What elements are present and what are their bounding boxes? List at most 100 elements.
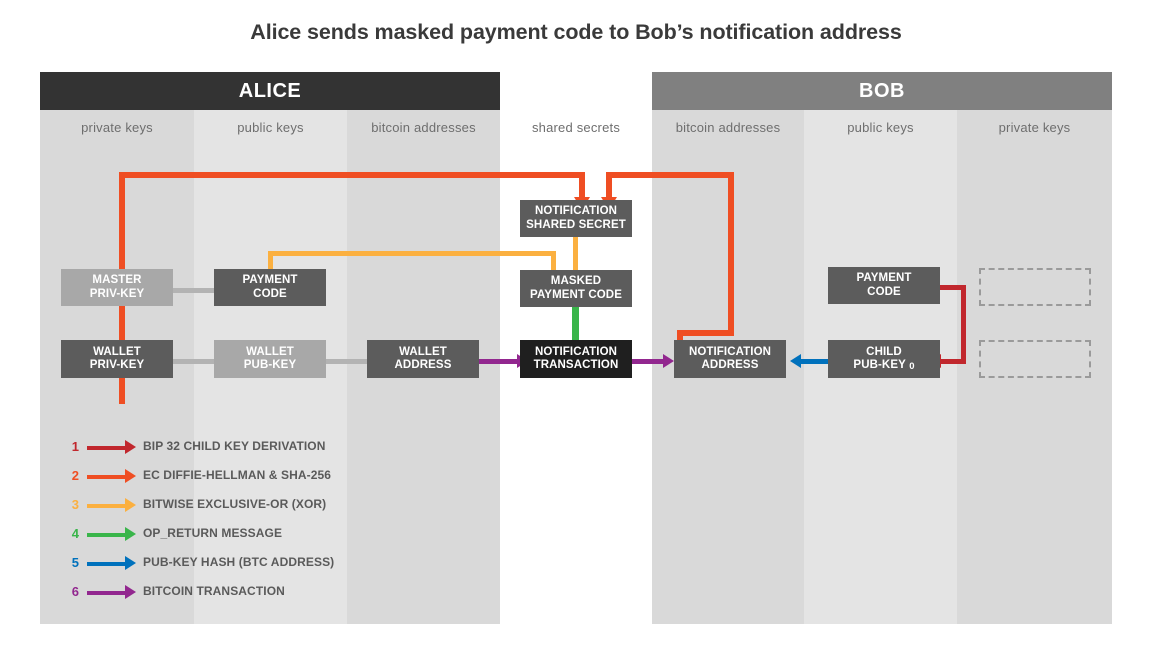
node-label-line1: PAYMENT — [242, 274, 298, 286]
edge-btc-tx-out-arrowhead — [663, 354, 674, 368]
legend-swatch-arrowhead — [125, 440, 136, 454]
column-header-alice-address: bitcoin addresses — [347, 116, 500, 138]
node-label-line2: PUB-KEY — [243, 359, 297, 371]
node-wallet-pub-key[interactable]: WALLET PUB-KEY — [214, 340, 326, 378]
column-header-bob-public: public keys — [804, 116, 957, 138]
legend-item-xor: 3 BITWISE EXCLUSIVE-OR (XOR) — [65, 495, 395, 524]
legend-number: 3 — [71, 497, 79, 512]
node-label-line2: TRANSACTION — [533, 359, 619, 371]
edge-xor-riser — [268, 251, 273, 279]
node-label-line2-text: PUB-KEY — [853, 359, 906, 371]
edge-btc-tx-out-line — [630, 359, 667, 364]
edge-ecdh-alice-top-run — [119, 172, 585, 178]
node-bob-payment-code[interactable]: PAYMENT CODE — [828, 267, 940, 304]
column-header-alice-private: private keys — [40, 116, 194, 138]
edge-ecdh-bob-lower-run — [677, 330, 734, 336]
node-label-subscript: 0 — [909, 361, 915, 372]
legend-label: PUB-KEY HASH (BTC ADDRESS) — [143, 555, 335, 569]
column-band-bob-private — [957, 72, 1112, 624]
legend-swatch-line — [87, 591, 127, 595]
legend-label: BIP 32 CHILD KEY DERIVATION — [143, 439, 326, 453]
party-banner-alice: ALICE — [40, 72, 500, 110]
node-notification-address[interactable]: NOTIFICATION ADDRESS — [674, 340, 786, 378]
node-label-line1: WALLET — [93, 345, 141, 358]
edge-ecdh-alice-drop — [579, 172, 585, 199]
node-alice-payment-code[interactable]: PAYMENT CODE — [214, 269, 326, 306]
legend-label: BITCOIN TRANSACTION — [143, 584, 285, 598]
node-label-line1: MASTER — [92, 274, 142, 286]
edge-pubkey-hash-line — [801, 359, 847, 364]
node-label-line2: SHARED SECRET — [526, 218, 626, 231]
legend-number: 1 — [71, 439, 79, 454]
legend-swatch-line — [87, 504, 127, 508]
party-banner-bob-label: BOB — [859, 79, 905, 102]
legend-label: BITWISE EXCLUSIVE-OR (XOR) — [143, 497, 327, 511]
edge-ecdh-bob-riser — [728, 172, 734, 330]
node-label-line1: CHILD — [866, 345, 902, 358]
legend: 1 BIP 32 CHILD KEY DERIVATION 2 EC DIFFI… — [65, 437, 395, 611]
diagram-frame: ALICE BOB private keys public keys bitco… — [40, 72, 1112, 624]
node-label-line1: MASKED — [550, 275, 602, 287]
node-master-priv-key[interactable]: MASTER PRIV-KEY — [61, 269, 173, 306]
node-wallet-priv-key[interactable]: WALLET PRIV-KEY — [61, 340, 173, 378]
edge-bip32-bottom-run — [941, 359, 966, 364]
legend-swatch-arrowhead — [125, 556, 136, 570]
legend-item-bip32: 1 BIP 32 CHILD KEY DERIVATION — [65, 437, 395, 466]
legend-swatch-arrowhead — [125, 498, 136, 512]
party-banner-bob: BOB — [652, 72, 1112, 110]
column-header-label: public keys — [847, 119, 914, 135]
column-header-alice-public: public keys — [194, 116, 347, 138]
legend-number: 2 — [71, 468, 79, 483]
node-label-line2: PRIV-KEY — [89, 359, 145, 371]
node-label-line2: CODE — [867, 285, 901, 298]
legend-label: EC DIFFIE-HELLMAN & SHA-256 — [143, 468, 332, 482]
node-label-line1: NOTIFICATION — [534, 345, 618, 358]
node-label-line2: PUB-KEY 0 — [853, 359, 914, 373]
legend-item-opreturn: 4 OP_RETURN MESSAGE — [65, 524, 395, 553]
node-label-line1: NOTIFICATION — [534, 205, 618, 217]
column-header-label: bitcoin addresses — [371, 119, 476, 135]
node-label-line1: PAYMENT — [856, 272, 912, 284]
legend-swatch-arrowhead — [125, 527, 136, 541]
legend-number: 6 — [71, 584, 79, 599]
legend-swatch-line — [87, 446, 127, 450]
legend-number: 4 — [71, 526, 79, 541]
edge-btc-tx-in-line — [479, 359, 521, 364]
legend-swatch-arrowhead — [125, 469, 136, 483]
node-label-line2: PRIV-KEY — [89, 287, 145, 300]
node-label-line2: PAYMENT CODE — [530, 288, 622, 301]
node-label-line1: NOTIFICATION — [688, 345, 772, 358]
node-label-line2: CODE — [253, 287, 287, 300]
legend-item-ecdh: 2 EC DIFFIE-HELLMAN & SHA-256 — [65, 466, 395, 495]
legend-swatch-line — [87, 533, 127, 537]
column-header-label: private keys — [998, 119, 1071, 135]
node-masked-payment-code[interactable]: MASKED PAYMENT CODE — [520, 270, 632, 307]
node-label-line2: ADDRESS — [394, 359, 452, 371]
node-notification-transaction[interactable]: NOTIFICATION TRANSACTION — [520, 340, 632, 378]
edge-bip32-riser — [961, 285, 966, 362]
legend-label: OP_RETURN MESSAGE — [143, 526, 283, 540]
legend-number: 5 — [71, 555, 79, 570]
node-label-line1: WALLET — [399, 345, 447, 358]
column-header-label: shared secrets — [531, 119, 621, 135]
column-header-shared: shared secrets — [500, 116, 652, 138]
legend-swatch-line — [87, 562, 127, 566]
edge-ecdh-bob-drop — [606, 172, 612, 199]
page-title: Alice sends masked payment code to Bob’s… — [250, 20, 902, 44]
node-placeholder-bob-private-bottom — [979, 340, 1091, 378]
legend-item-pubkey-hash: 5 PUB-KEY HASH (BTC ADDRESS) — [65, 553, 395, 582]
edge-xor-top-run — [268, 251, 556, 256]
column-header-label: private keys — [81, 119, 153, 135]
node-label-line2: ADDRESS — [701, 359, 759, 371]
party-banner-alice-label: ALICE — [238, 79, 302, 102]
node-notification-shared-secret[interactable]: NOTIFICATION SHARED SECRET — [520, 200, 632, 237]
edge-xor-drop — [551, 251, 556, 273]
node-child-pub-key-0[interactable]: CHILD PUB-KEY 0 — [828, 340, 940, 378]
node-wallet-address[interactable]: WALLET ADDRESS — [367, 340, 479, 378]
edge-xor-secret-drop — [573, 237, 578, 273]
edge-opreturn-line — [572, 307, 579, 347]
edge-pubkey-hash-arrowhead — [790, 354, 801, 368]
node-placeholder-bob-private-top — [979, 268, 1091, 306]
column-header-bob-private: private keys — [957, 116, 1112, 138]
